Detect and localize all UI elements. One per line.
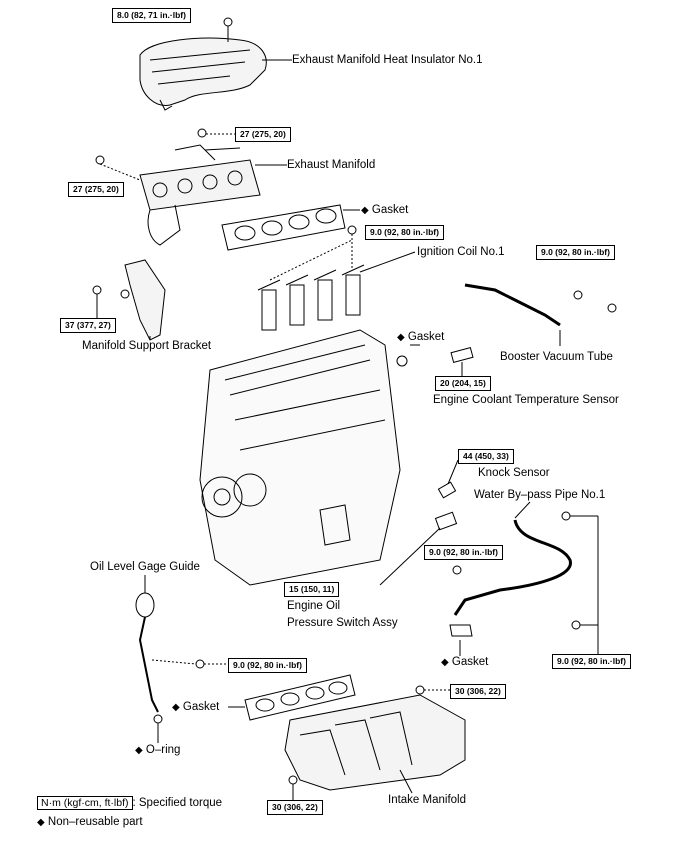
label-exhaust-manifold: Exhaust Manifold [287, 159, 376, 171]
torque-oil-switch: 15 (150, 11) [284, 582, 340, 597]
torque-ect: 20 (204, 15) [435, 376, 491, 391]
torque-intake-upper: 30 (306, 22) [450, 684, 506, 699]
label-o-ring: ◆ O–ring [135, 743, 180, 758]
label-gasket-ect: ◆ Gasket [397, 330, 444, 345]
gasket-ect-text: Gasket [407, 331, 445, 343]
torque-pipe-bolt: 9.0 (92, 80 in.·lbf) [424, 545, 503, 560]
oil-pressure-switch-part [434, 511, 458, 531]
torque-gage-guide: 9.0 (92, 80 in.·lbf) [228, 658, 307, 673]
label-ect-sensor: Engine Coolant Temperature Sensor [433, 394, 619, 406]
label-gasket-pipe: ◆ Gasket [441, 655, 488, 670]
gasket-pipe-text: Gasket [451, 656, 489, 668]
o-ring-text: O–ring [145, 744, 181, 756]
torque-exhaust-left: 27 (275, 20) [68, 182, 124, 197]
label-knock-sensor: Knock Sensor [478, 467, 550, 479]
ignition-coils-part [257, 225, 365, 331]
label-heat-insulator: Exhaust Manifold Heat Insulator No.1 [292, 54, 483, 66]
label-support-bracket: Manifold Support Bracket [82, 340, 212, 352]
support-bracket-part [92, 259, 166, 341]
torque-booster: 9.0 (92, 80 in.·lbf) [536, 245, 615, 260]
torque-knock: 44 (450, 33) [458, 449, 514, 464]
label-oil-gage-guide: Oil Level Gage Guide [90, 561, 200, 573]
legend-unit-box: N·m (kgf·cm, ft·lbf) [37, 796, 133, 810]
label-oil-pressure-1: Engine Oil [287, 600, 341, 612]
torque-insulator: 8.0 (82, 71 in.·lbf) [112, 8, 191, 23]
diamond-icon: ◆ [397, 332, 405, 343]
label-intake-manifold: Intake Manifold [388, 794, 466, 806]
label-gasket-exhaust: ◆ Gasket [361, 203, 408, 218]
legend-nonreusable-text: Non–reusable part [47, 816, 143, 828]
diamond-icon: ◆ [441, 657, 449, 668]
diamond-icon: ◆ [361, 205, 369, 216]
torque-coil: 9.0 (92, 80 in.·lbf) [365, 225, 444, 240]
exhaust-manifold-part [95, 128, 261, 246]
torque-pipe-right: 9.0 (92, 80 in.·lbf) [552, 654, 631, 669]
legend-nonreusable: ◆ Non–reusable part [37, 815, 143, 830]
gasket-exhaust-text: Gasket [371, 204, 409, 216]
torque-bracket: 37 (377, 27) [60, 318, 116, 333]
gasket-intake-text: Gasket [182, 701, 220, 713]
label-ignition-coil: Ignition Coil No.1 [417, 246, 505, 258]
label-water-pipe: Water By–pass Pipe No.1 [474, 489, 606, 501]
diamond-icon: ◆ [135, 745, 143, 756]
torque-exhaust-upper: 27 (275, 20) [235, 127, 291, 142]
intake-gasket-part [244, 674, 356, 721]
label-gasket-intake: ◆ Gasket [172, 700, 219, 715]
diamond-icon: ◆ [37, 817, 45, 828]
engine-block-part [199, 329, 401, 586]
label-booster-tube: Booster Vacuum Tube [500, 351, 613, 363]
legend-unit-text: : Specified torque [132, 797, 223, 809]
label-oil-pressure-2: Pressure Switch Assy [287, 617, 398, 629]
ect-sensor-part [396, 346, 474, 367]
intake-manifold-part [284, 685, 466, 791]
torque-intake-lower: 30 (306, 22) [267, 800, 323, 815]
legend-torque: N·m (kgf·cm, ft·lbf): Specified torque [37, 796, 222, 810]
heat-insulator-part [139, 17, 267, 111]
diamond-icon: ◆ [172, 702, 180, 713]
booster-tube-part [464, 283, 617, 327]
exhaust-gasket-part [221, 204, 346, 251]
water-pipe-part [449, 511, 581, 637]
knock-sensor-part [437, 481, 457, 499]
